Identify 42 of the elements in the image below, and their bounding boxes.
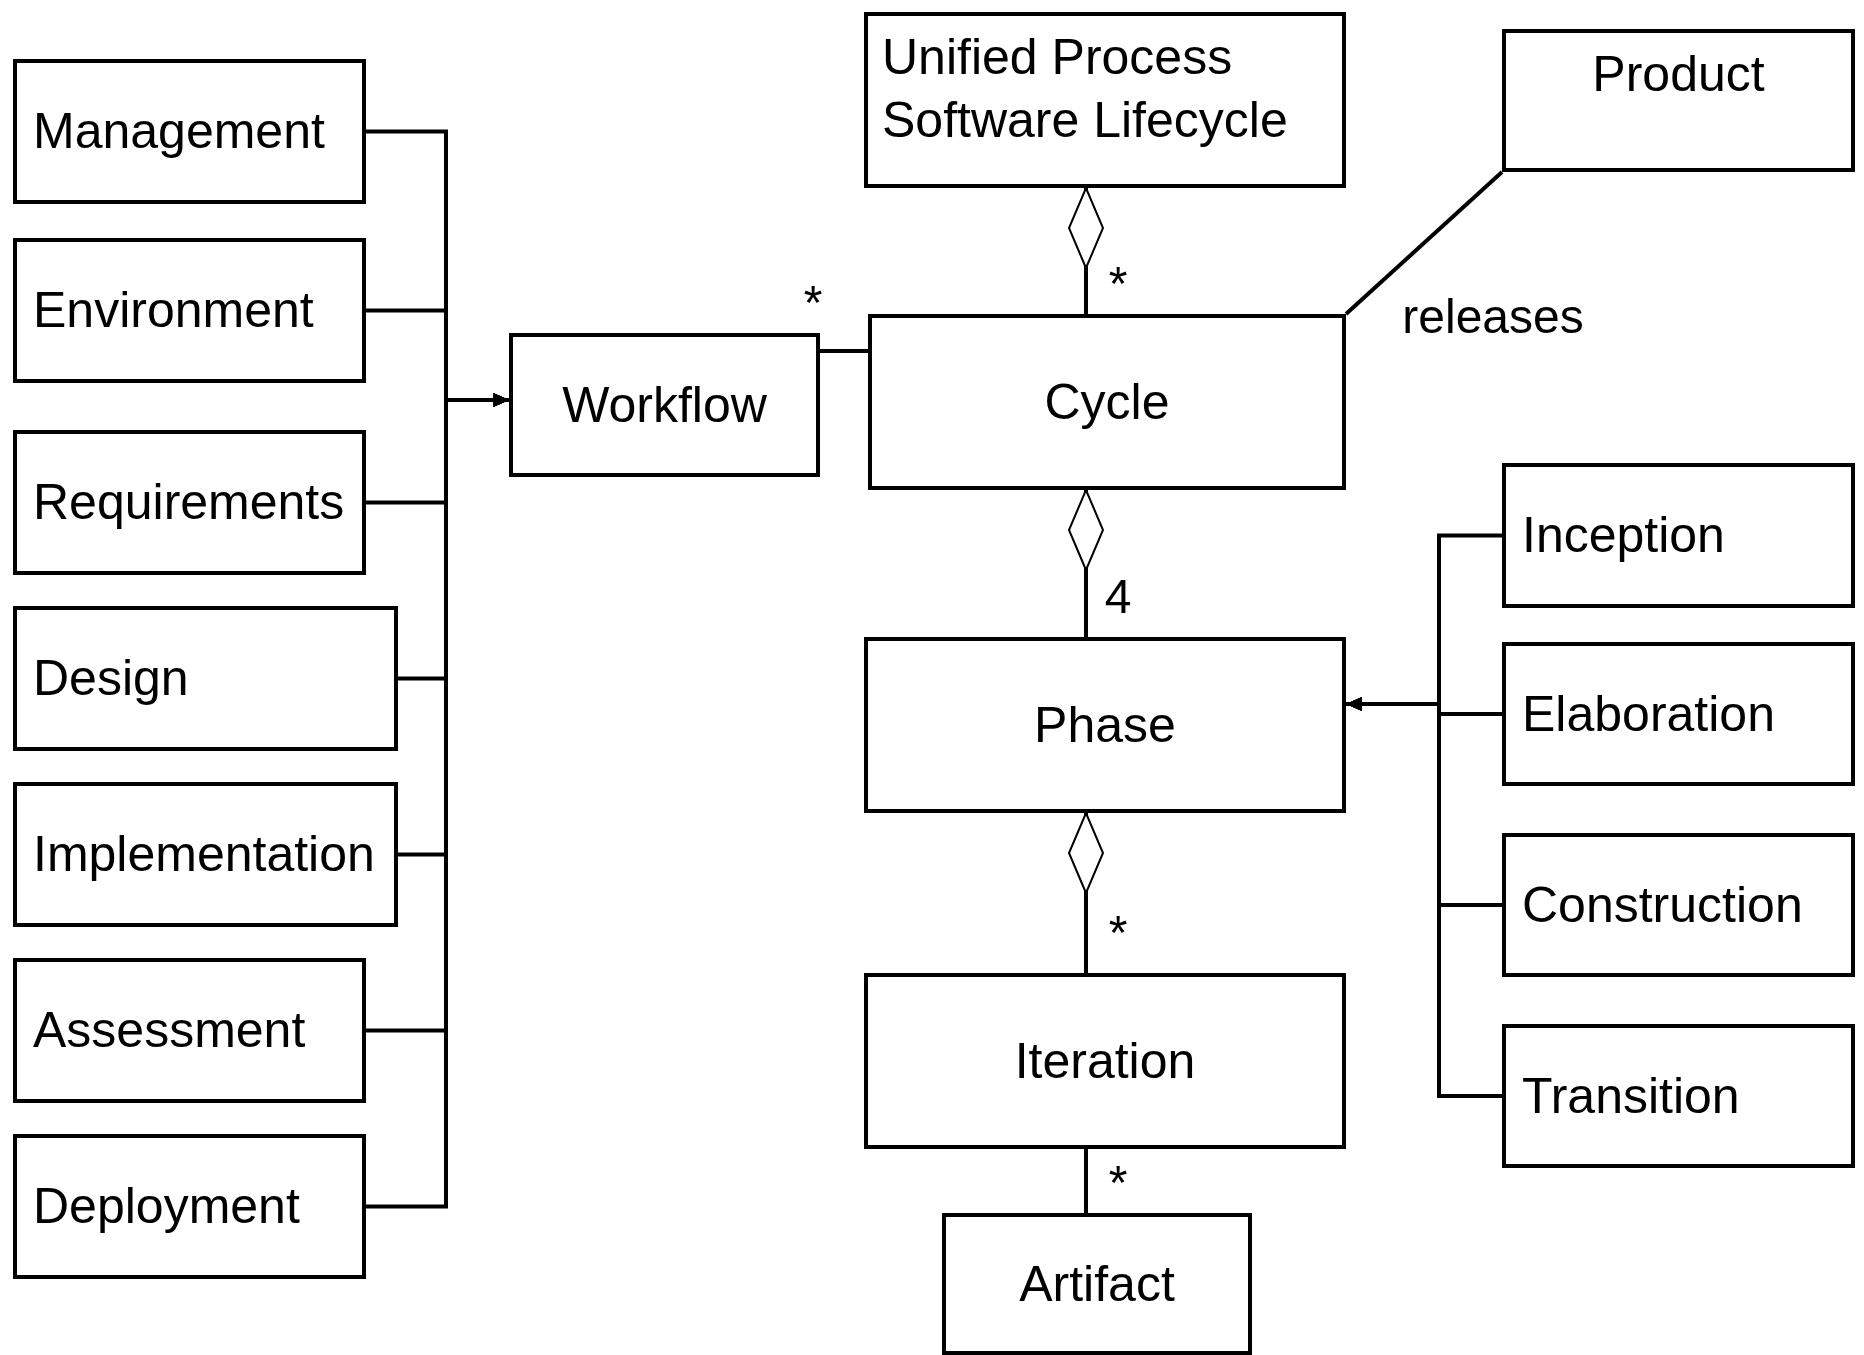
class-name: Assessment xyxy=(33,1001,306,1061)
connector-line xyxy=(820,349,868,353)
connector-line xyxy=(1084,1149,1088,1213)
class-name: Artifact xyxy=(1019,1254,1175,1314)
class-box xyxy=(13,1134,366,1279)
class-name: Product xyxy=(1592,45,1765,104)
aggregation-connector xyxy=(1068,187,1104,314)
class-name: Phase xyxy=(1034,695,1176,755)
class-box xyxy=(509,333,820,477)
aggregation-connector xyxy=(1068,489,1104,637)
class-name: Cycle xyxy=(1044,372,1170,432)
class-name: Construction xyxy=(1522,875,1803,935)
class-box xyxy=(864,973,1346,1149)
class-name: Transition xyxy=(1522,1066,1740,1126)
class-name: Management xyxy=(33,102,325,162)
aggregation-connector xyxy=(1068,812,1104,973)
class-name: Workflow xyxy=(562,375,767,435)
class-name: Inception xyxy=(1522,506,1725,566)
class-box xyxy=(13,782,398,927)
class-box xyxy=(13,958,366,1103)
class-box xyxy=(1502,29,1855,172)
class-box xyxy=(13,238,366,383)
class-box xyxy=(13,430,366,575)
class-box xyxy=(942,1213,1252,1355)
class-name: Deployment xyxy=(33,1177,300,1237)
class-name: Design xyxy=(33,649,189,709)
connector-line xyxy=(1344,170,1504,316)
class-box xyxy=(868,314,1346,490)
class-box xyxy=(864,12,1346,188)
class-box xyxy=(1502,463,1855,608)
class-box xyxy=(13,606,398,751)
class-box xyxy=(864,637,1346,813)
class-box xyxy=(1502,642,1855,786)
class-name: Requirements xyxy=(33,473,345,533)
class-name: Implementation xyxy=(33,825,375,885)
class-name: Iteration xyxy=(1014,1031,1196,1091)
class-name: Unified Process Software Lifecycle xyxy=(882,28,1289,150)
class-box xyxy=(1502,833,1855,977)
class-name: Elaboration xyxy=(1522,684,1775,744)
class-box xyxy=(1502,1024,1855,1168)
class-box xyxy=(13,59,366,204)
class-name: Environment xyxy=(33,281,314,341)
